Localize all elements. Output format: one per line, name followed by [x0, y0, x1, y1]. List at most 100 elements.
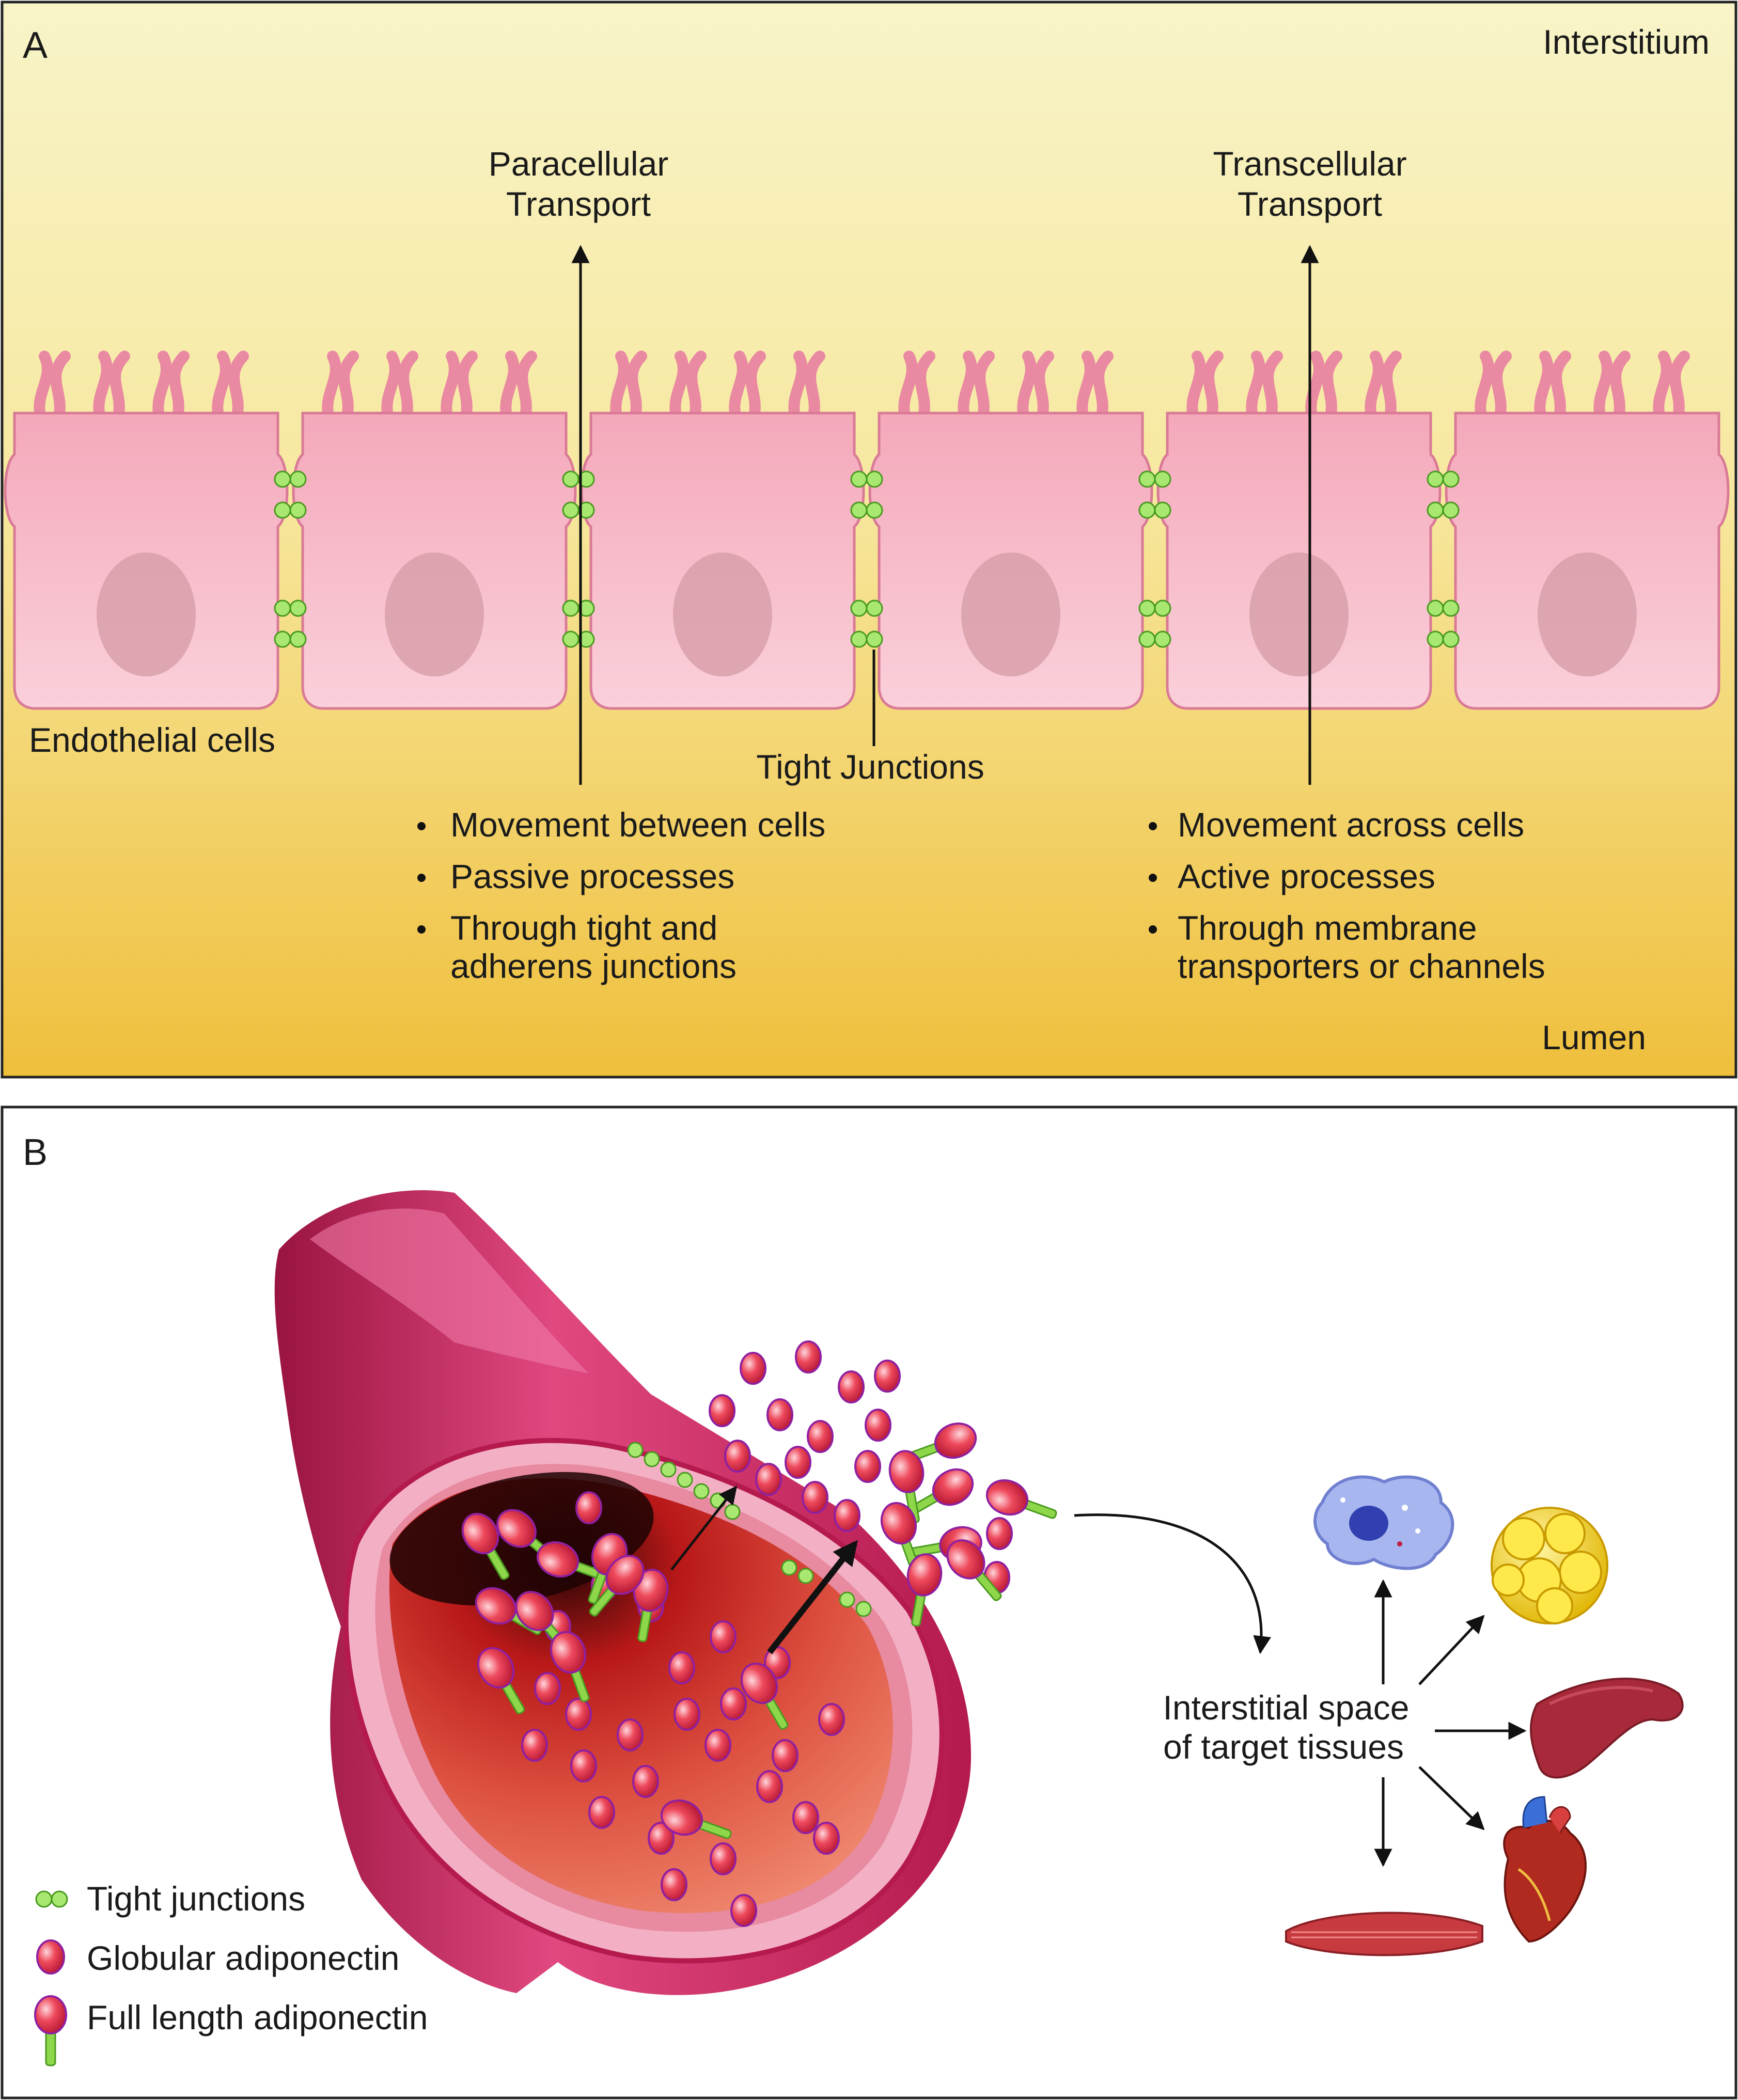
paracellular-release-arrow	[670, 1486, 738, 1571]
junction-protein	[577, 630, 595, 648]
globular-head	[648, 1822, 675, 1855]
microvillus	[212, 351, 249, 421]
full-length-adiponectin	[589, 1555, 645, 1617]
globular-head	[932, 1468, 974, 1506]
globular-adiponectin	[588, 1796, 615, 1829]
junction-protein	[289, 470, 307, 488]
junction-protein	[1442, 501, 1460, 519]
globular-adiponectin	[709, 1394, 735, 1427]
globular-head	[766, 1398, 793, 1431]
microvillus	[610, 351, 647, 421]
globular-adiponectin	[668, 1651, 695, 1684]
legend-full-length-label: Full length adiponectin	[87, 1998, 428, 2036]
globular-adiponectin	[704, 1729, 731, 1762]
tight-junction	[850, 470, 883, 488]
globular-head	[802, 1481, 828, 1514]
full-length-adiponectin	[985, 1479, 1057, 1519]
globular-adiponectin	[575, 1491, 602, 1524]
interstitium-label: Interstitium	[1543, 23, 1710, 61]
full-length-adiponectin	[946, 1539, 1002, 1601]
globular-head	[605, 1555, 645, 1595]
legend-tight-junction-swatch	[35, 1890, 68, 1908]
junction-protein	[627, 1442, 644, 1458]
junction-protein	[850, 630, 868, 648]
globular-adiponectin	[785, 1446, 811, 1479]
junction-protein	[866, 470, 883, 488]
globular-adiponectin	[834, 1499, 860, 1532]
junction-protein	[1154, 501, 1171, 519]
junction-protein	[839, 1591, 855, 1608]
microvillus	[958, 351, 995, 421]
globular-head	[818, 1703, 845, 1736]
junction-protein	[274, 470, 291, 488]
microvillus	[322, 351, 359, 421]
junction-protein	[1154, 599, 1171, 617]
globular-adiponectin	[802, 1481, 828, 1514]
endothelial-cell	[292, 351, 577, 710]
paracellular-title-line2: Transport	[506, 185, 651, 223]
junction-protein	[274, 630, 291, 648]
globular-adiponectin	[570, 1749, 597, 1782]
globular-adiponectin	[710, 1842, 737, 1875]
full-length-adiponectin	[633, 1569, 669, 1643]
panel-a-letter: A	[23, 25, 48, 66]
globular-head	[740, 1352, 766, 1385]
globular-adiponectin	[730, 1894, 757, 1927]
junction-protein	[855, 1601, 872, 1617]
globular-head	[730, 1894, 757, 1927]
cell-nucleus	[1538, 552, 1637, 676]
globular-head	[813, 1822, 840, 1855]
junction-protein	[562, 599, 580, 617]
globular-adiponectin	[986, 1517, 1013, 1550]
paracellular-bullet-1: Movement between cells	[450, 806, 825, 844]
globular-adiponectin	[795, 1340, 822, 1373]
globular-adiponectin	[865, 1409, 891, 1442]
paracellular-bullet-3-cont: adherens junctions	[450, 947, 737, 985]
globular-head	[807, 1420, 834, 1453]
globular-head	[575, 1491, 602, 1524]
junction-protein	[1442, 630, 1460, 648]
globular-adiponectin	[854, 1450, 881, 1483]
tight-junction	[1138, 630, 1171, 648]
globular-adiponectin	[674, 1698, 700, 1731]
globular-head	[756, 1770, 783, 1803]
junction-protein	[1427, 470, 1444, 488]
globular-head	[946, 1539, 985, 1580]
paracellular-title-line1: Paracellular	[489, 145, 669, 183]
globular-head	[865, 1409, 891, 1442]
junction-protein	[866, 630, 883, 648]
globular-head	[740, 1662, 778, 1704]
arrow-to-heart	[1418, 1766, 1485, 1830]
junction-protein	[724, 1504, 741, 1520]
bullet-dot	[417, 925, 426, 934]
globular-head	[515, 1591, 554, 1631]
globular-adiponectin	[710, 1620, 737, 1653]
vessel-tight-junctions	[627, 1442, 872, 1617]
globular-head	[985, 1479, 1029, 1516]
heart-icon	[1503, 1796, 1587, 1943]
microvillus	[1017, 351, 1054, 421]
globular-head	[720, 1687, 747, 1720]
globular-head	[854, 1450, 881, 1483]
transcellular-title-line1: Transcellular	[1213, 145, 1406, 183]
transcellular-bullets: Movement across cells Active processes T…	[1149, 806, 1545, 985]
junction-protein	[660, 1461, 677, 1478]
full-length-adiponectin	[740, 1662, 789, 1730]
globular-adiponectin	[720, 1687, 747, 1720]
tight-junction	[850, 501, 883, 519]
globular-head	[668, 1651, 695, 1684]
panel-b: B Interstitial space of target tissues	[1, 1106, 1737, 2099]
globular-head	[834, 1499, 860, 1532]
globular-head	[710, 1620, 737, 1653]
cell-nucleus	[97, 552, 196, 676]
microvillus	[1186, 351, 1224, 421]
panel-b-letter: B	[23, 1132, 48, 1173]
globular-head	[475, 1587, 517, 1625]
junction-protein	[289, 630, 307, 648]
globular-head	[986, 1517, 1013, 1550]
microvillus	[1534, 351, 1571, 421]
full-length-adiponectin	[906, 1553, 943, 1627]
tight-junction	[562, 630, 595, 648]
junction-protein	[1442, 599, 1460, 617]
